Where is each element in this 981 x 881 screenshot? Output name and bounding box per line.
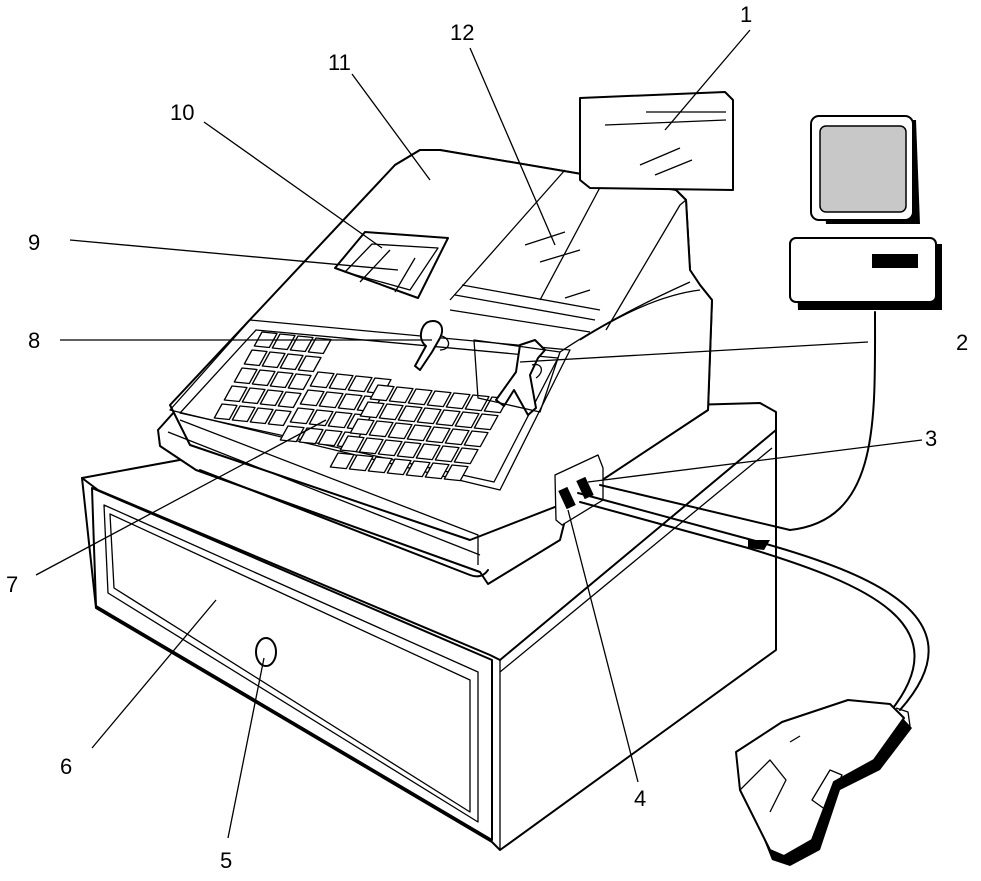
cash-drawer (81, 402, 777, 851)
keyboard-key (444, 428, 470, 446)
keyboard-key (269, 371, 294, 389)
keyboard-key (318, 391, 344, 409)
callout-labels: 1 2 3 4 5 6 7 8 9 10 11 12 (6, 2, 968, 873)
keyboard-key (416, 407, 442, 425)
keyboard-key (223, 385, 248, 403)
keyboard-key (327, 411, 353, 429)
computer-cable (599, 311, 877, 531)
keyboard-key (328, 373, 354, 391)
customer-display (579, 91, 734, 191)
keyboard-key (297, 355, 322, 373)
callout-9: 9 (28, 230, 40, 255)
keyboard-key (347, 375, 373, 393)
keyboard-key (349, 418, 375, 436)
keyboard-key (386, 458, 412, 476)
keyboard-key (299, 389, 325, 407)
callout-1: 1 (740, 2, 752, 27)
keyboard-key (415, 443, 441, 461)
keyboard-key (309, 371, 335, 389)
keyboard-key (367, 456, 393, 474)
keyboard-key (329, 452, 355, 470)
barcode-scanner (735, 699, 912, 866)
keyboard-key (241, 387, 266, 405)
keyboard-key (279, 353, 304, 371)
key-switch-left (414, 320, 450, 371)
keyboard-key (434, 445, 460, 463)
keyboard-key (406, 424, 432, 442)
keyboard-key (213, 403, 238, 421)
keyboard-key (425, 426, 451, 444)
callout-7: 7 (6, 572, 18, 597)
printer-window (334, 231, 449, 299)
keyboard-key (445, 392, 471, 410)
keyboard-key (308, 409, 334, 427)
keyboard-key (435, 409, 461, 427)
keyboard-key (388, 386, 414, 404)
keyboard-key (267, 409, 292, 427)
callout-10: 10 (170, 100, 194, 125)
keyboard-key (233, 367, 258, 385)
keyboard-keys (213, 331, 509, 482)
keyboard-key (287, 373, 312, 391)
keyboard-key (261, 351, 286, 369)
keyboard-key (279, 425, 305, 443)
keyboard-key (339, 435, 365, 453)
keyboard-key (277, 391, 302, 409)
keyboard-key (298, 427, 324, 445)
keyboard-key (271, 333, 296, 351)
keyboard-key (249, 407, 274, 425)
keyboard-key (397, 405, 423, 423)
keyboard-key (473, 413, 499, 431)
keyboard-key (396, 441, 422, 459)
keyboard-key (424, 462, 450, 480)
callout-12: 12 (450, 20, 474, 45)
keyboard-key (443, 464, 469, 482)
keyboard-key (369, 384, 395, 402)
monitor-screen (819, 125, 907, 213)
keyboard-key (387, 422, 413, 440)
keyboard-key (426, 390, 452, 408)
keyboard-key (231, 405, 256, 423)
disk-drive (872, 254, 918, 268)
callout-8: 8 (28, 328, 40, 353)
keyboard-key (405, 460, 431, 478)
keyboard-key (358, 437, 384, 455)
keyboard-key (359, 401, 385, 419)
keyboard-key (378, 403, 404, 421)
keyboard-key (337, 393, 363, 411)
keyboard-key (307, 337, 332, 355)
callout-3: 3 (925, 426, 937, 451)
key-switch-right (473, 339, 561, 416)
keyboard-key (463, 430, 489, 448)
computer-base (789, 237, 937, 303)
callout-4: 4 (634, 786, 646, 811)
keyboard-key (368, 420, 394, 438)
keyboard-key (377, 439, 403, 457)
callout-2: 2 (956, 330, 968, 355)
keyboard-key (259, 389, 284, 407)
keyboard-key (454, 411, 480, 429)
leader-lines (35, 29, 923, 839)
keyboard-key (243, 349, 268, 367)
drawer-lock (255, 637, 277, 667)
keyboard-key (348, 454, 374, 472)
callout-11: 11 (328, 50, 351, 75)
keyboard-key (407, 388, 433, 406)
keyboard-key (317, 429, 343, 447)
keyboard-key (289, 407, 315, 425)
port-socket (558, 486, 576, 510)
keyboard-key (453, 447, 479, 465)
keyboard-key (251, 369, 276, 387)
callout-6: 6 (60, 754, 72, 779)
callout-5: 5 (220, 848, 232, 873)
drawer-front-panel (103, 504, 479, 823)
computer (789, 115, 942, 310)
